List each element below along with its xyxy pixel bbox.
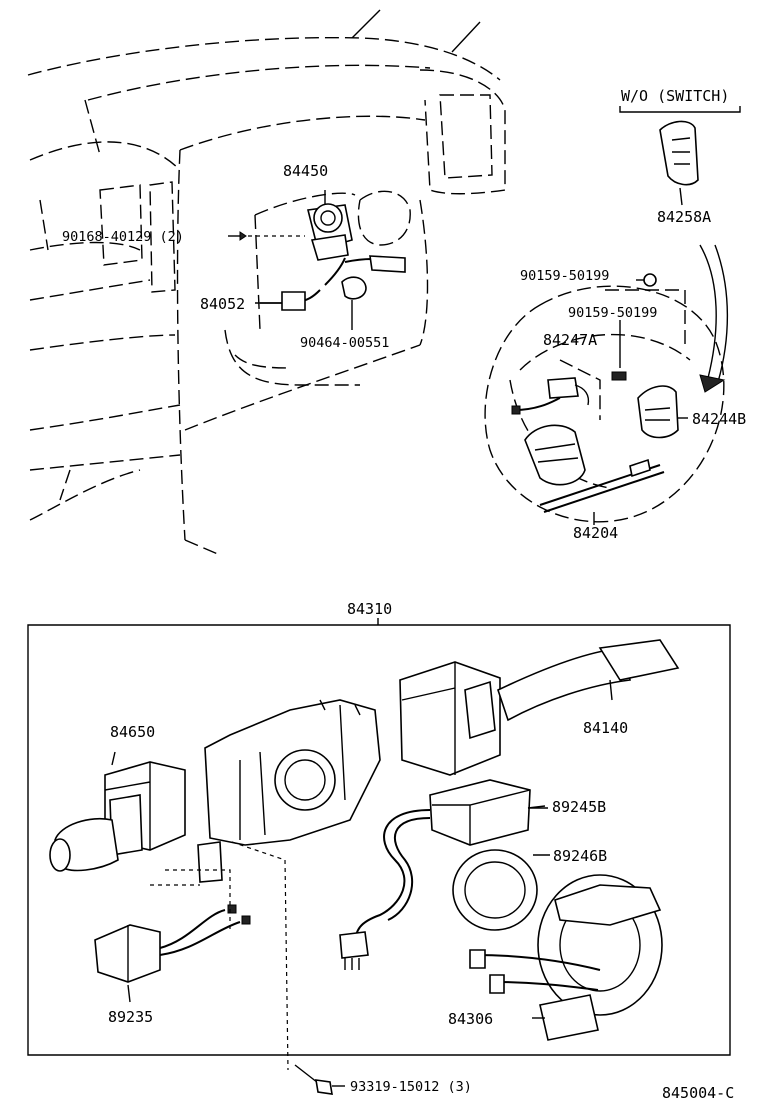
- cruise-unit-89245B: [429, 779, 548, 846]
- pad-part: [524, 424, 586, 486]
- bracket-84310: [197, 699, 381, 883]
- wiper-switch-84140: [399, 639, 680, 776]
- label-84140: 84140: [583, 719, 628, 737]
- harness-84052: [260, 255, 406, 311]
- label-84204: 84204: [573, 524, 618, 542]
- screw-90168: [228, 231, 305, 241]
- switch-84244B: [637, 385, 688, 439]
- label-89246B: 89246B: [553, 847, 607, 865]
- label-wo-switch: W/O (SWITCH): [621, 87, 729, 105]
- dashboard-outline: [27, 9, 506, 556]
- label-84450: 84450: [283, 162, 328, 180]
- label-84258A: 84258A: [657, 208, 711, 226]
- label-89245B: 89245B: [552, 798, 606, 816]
- spiral-cable-84306: [469, 874, 663, 1041]
- ring-89246B: [452, 849, 550, 931]
- reference-code: 845004-C: [662, 1084, 734, 1102]
- label-90159-50199-b: 90159-50199: [568, 305, 657, 321]
- leader-lines: [255, 302, 546, 809]
- label-90464-00551: 90464-00551: [300, 335, 389, 351]
- switch-84247A: [511, 377, 590, 415]
- fog-switch-89235: [94, 869, 251, 1003]
- label-84244B: 84244B: [692, 410, 746, 428]
- harness-spiral: [339, 809, 431, 970]
- label-84310: 84310: [347, 600, 392, 618]
- label-89235: 89235: [108, 1008, 153, 1026]
- wheel-outline: [484, 285, 725, 523]
- label-93319-15012: 93319-15012 (3): [350, 1079, 472, 1095]
- harness-84204: [539, 458, 665, 525]
- screws-90159: [611, 273, 657, 381]
- bulb-90464: [341, 276, 367, 330]
- ignition-switch-84450: [307, 190, 353, 261]
- label-84247A: 84247A: [543, 331, 597, 349]
- arrow-84258A: [699, 244, 729, 393]
- label-84306: 84306: [448, 1010, 493, 1028]
- label-84650: 84650: [110, 723, 155, 741]
- headlight-switch-84650: [49, 751, 186, 872]
- assembly-box-84310: [27, 618, 731, 1056]
- wo-switch-group: [619, 106, 741, 206]
- labels: W/O (SWITCH) 84450 90168-40129 (2) 84052…: [62, 87, 746, 1102]
- label-90168-40129: 90168-40129 (2): [62, 229, 184, 245]
- label-84052: 84052: [200, 295, 245, 313]
- screw-93319: [231, 841, 345, 1095]
- label-90159-50199-a: 90159-50199: [520, 268, 609, 284]
